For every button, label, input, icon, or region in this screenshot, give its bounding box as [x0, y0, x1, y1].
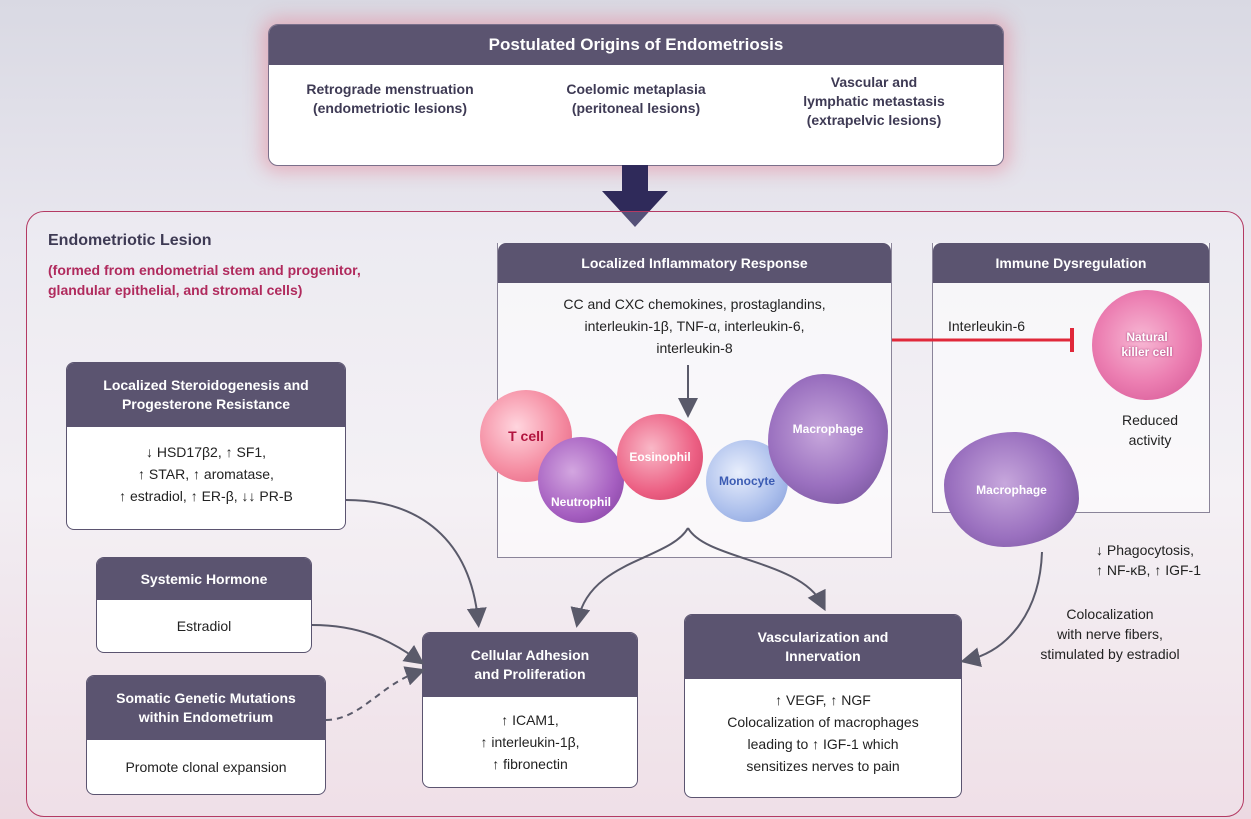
vascular-body: ↑ VEGF, ↑ NGF Colocalization of macropha… [727, 692, 919, 774]
lesion-subtitle: (formed from endometrial stem and progen… [48, 262, 361, 298]
systemic-body: Estradiol [176, 618, 232, 634]
macrophage-icon: Macrophage [768, 374, 888, 504]
nk-cell-icon: Natural killer cell [1092, 290, 1202, 400]
neutrophil-label: Neutrophil [551, 495, 611, 509]
origins-title: Postulated Origins of Endometriosis [269, 25, 1003, 65]
systemic-title: Systemic Hormone [97, 558, 311, 600]
somatic-box: Somatic Genetic Mutations within Endomet… [86, 675, 326, 795]
vascular-box: Vascularization and Innervation ↑ VEGF, … [684, 614, 962, 798]
steroid-body: ↓ HSD17β2, ↑ SF1, ↑ STAR, ↑ aromatase, ↑… [119, 444, 293, 504]
lesion-title: Endometriotic Lesion [48, 232, 212, 249]
eosinophil-label: Eosinophil [629, 450, 691, 464]
steroid-box: Localized Steroidogenesis and Progestero… [66, 362, 346, 530]
inflammatory-body: CC and CXC chemokines, prostaglandins, i… [563, 296, 826, 356]
reduced-activity-label: Reduced activity [1121, 412, 1179, 448]
somatic-title: Somatic Genetic Mutations within Endomet… [87, 676, 325, 740]
down-arrow-icon [602, 165, 668, 227]
adhesion-title: Cellular Adhesion and Proliferation [423, 633, 637, 697]
macrophage-2-icon: Macrophage [944, 432, 1079, 547]
inhibition-arrow-icon [892, 328, 1074, 352]
vascular-title: Vascularization and Innervation [685, 615, 961, 679]
systemic-box: Systemic Hormone Estradiol [96, 557, 312, 653]
macrophage-effects: ↓ Phagocytosis, ↑ NF-κB, ↑ IGF-1 [1096, 542, 1201, 578]
origin-retrograde: Retrograde menstruation (endometriotic l… [306, 81, 474, 116]
adhesion-box: Cellular Adhesion and Proliferation ↑ IC… [422, 632, 638, 788]
adhesion-body: ↑ ICAM1, ↑ interleukin-1β, ↑ fibronectin [480, 712, 580, 772]
t-cell-label: T cell [508, 428, 544, 444]
origins-box: Postulated Origins of Endometriosis Retr… [268, 24, 1004, 166]
macrophage-2-label: Macrophage [976, 482, 1047, 497]
immune-interleukin-label: Interleukin-6 [948, 318, 1026, 334]
origin-coelomic: Coelomic metaplasia (peritoneal lesions) [566, 81, 706, 116]
somatic-body: Promote clonal expansion [125, 759, 287, 775]
origin-vascular: Vascular and lymphatic metastasis (extra… [803, 74, 945, 128]
immune-title: Immune Dysregulation [933, 243, 1209, 283]
monocyte-label: Monocyte [718, 474, 775, 488]
inflammatory-title: Localized Inflammatory Response [498, 243, 891, 283]
nerve-note: Colocalization with nerve fibers, stimul… [1040, 606, 1180, 662]
neutrophil-icon: Neutrophil [538, 437, 624, 523]
eosinophil-icon: Eosinophil [617, 414, 703, 500]
macrophage-label: Macrophage [792, 422, 864, 436]
nk-cell-label: Natural killer cell [1121, 330, 1173, 359]
steroid-title: Localized Steroidogenesis and Progestero… [67, 363, 345, 427]
